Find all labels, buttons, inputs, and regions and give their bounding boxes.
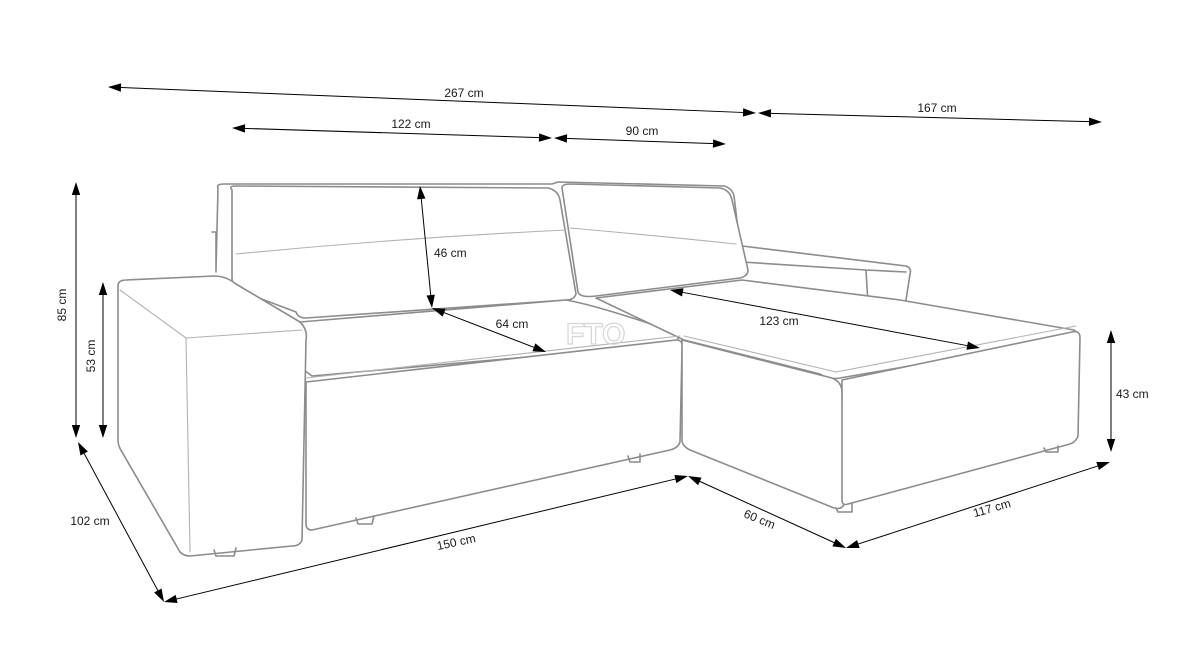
label-seat-depth: 64 cm [496,317,529,331]
corner-sofa-drawing: FTO [117,181,1081,557]
dimension-arrow-chaise-seat-length [670,288,980,350]
armrest-top-edge [119,289,303,553]
dimension-arrow-armrest-height [98,282,108,438]
main-front-top-edge [305,335,681,379]
label-chaise-length: 117 cm [971,496,1012,520]
dimension-arrow-chaise-width [688,476,846,548]
dimension-arrow-overall-length [108,83,756,117]
chaise-front-base [681,339,845,510]
dimension-arrow-chaise-length [846,462,1110,548]
chaise-side-base [841,330,1081,506]
label-overall-length: 267 cm [444,86,483,100]
label-backrest-left: 122 cm [391,117,430,131]
dimension-arrow-seat-height [1106,330,1116,452]
label-overall-depth: 102 cm [70,514,109,528]
label-chaise-width: 60 cm [742,507,778,532]
chaise-back-frame [741,245,912,305]
left-armrest [117,275,308,557]
label-chaise-seat-length: 123 cm [759,314,798,328]
label-backrest-right: 90 cm [626,124,659,138]
dimension-arrow-backrest-height [417,186,435,308]
main-front-base [305,339,684,531]
label-backrest-height: 46 cm [434,246,467,260]
dimension-arrow-front-width [164,474,688,604]
dimension-arrow-seat-depth [432,308,546,352]
foot-front-right [627,453,641,463]
dimension-lines [71,83,1116,604]
right-cushion-seam [569,227,737,245]
dimension-arrow-overall-depth [78,442,164,602]
watermark: FTO [566,318,625,351]
foot-chaise-front [835,503,853,513]
dimension-arrow-total-height [71,182,81,438]
left-back-cushion [229,185,577,319]
right-back-cushion [561,183,749,298]
dimension-arrow-backrest-left [232,124,552,142]
label-armrest-height: 53 cm [84,340,98,373]
dimension-arrow-backrest-right [554,134,726,148]
label-front-width: 150 cm [435,531,476,553]
label-seat-height: 43 cm [1116,387,1149,401]
back-frame [211,181,743,273]
left-cushion-seam [235,229,567,255]
foot-front-left [213,547,237,557]
foot-front-middle [355,515,375,525]
chaise-top-edge [683,325,1077,373]
dimension-arrow-chaise-total-length [758,109,1102,126]
label-total-height: 85 cm [55,289,69,322]
label-chaise-total-length: 167 cm [917,101,956,115]
foot-chaise-back [1043,445,1059,453]
